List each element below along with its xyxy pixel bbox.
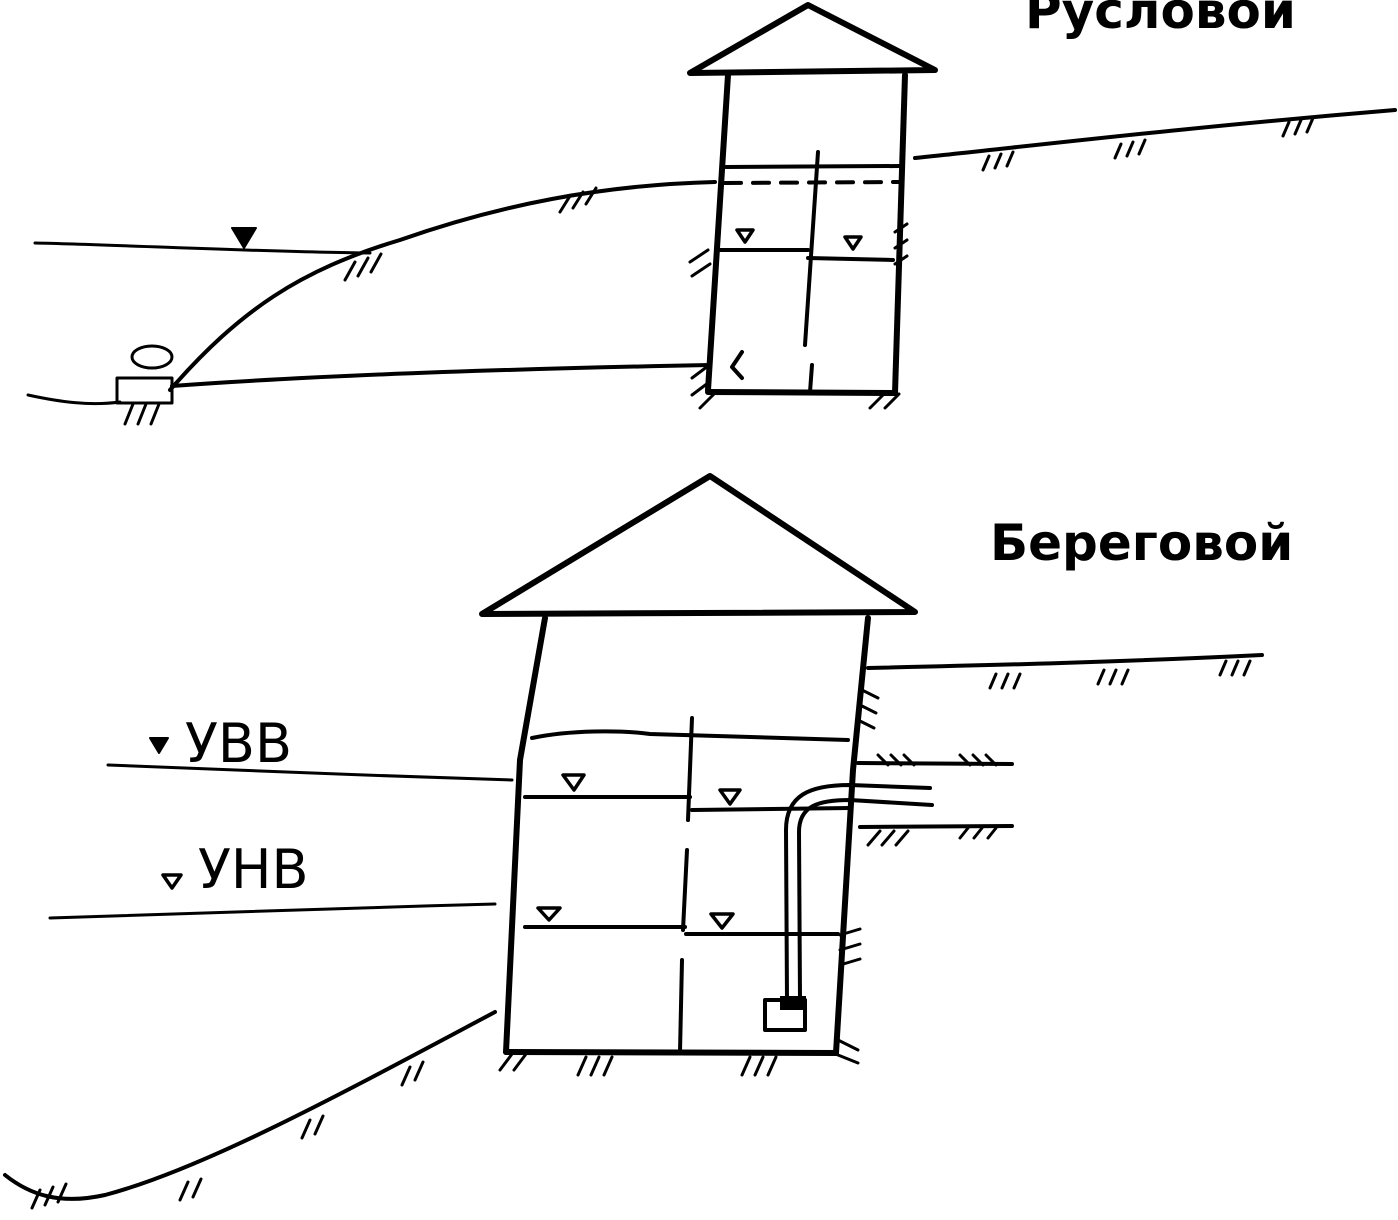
ground-hatch-icon [988, 659, 1252, 690]
pipe-trench-bottom [858, 824, 1014, 829]
low-water-line [48, 902, 497, 920]
water-level-icon [161, 873, 183, 890]
channel-intake-diagram: Русловой [26, 0, 1397, 426]
station-water-line-right [806, 256, 895, 262]
water-level-icon [561, 773, 586, 792]
station-left-wall [705, 72, 731, 393]
station-dashed-level [723, 180, 902, 185]
right-ground-line [913, 108, 1397, 160]
pipe-inlet-mark [730, 350, 744, 380]
shore-intake-title: Береговой [990, 514, 1293, 572]
shore-intake-diagram: Береговой УВВ УНВ [3, 473, 1293, 1210]
ground-hatch-icon [123, 402, 161, 426]
station-roof [479, 473, 918, 617]
pump-icon [763, 996, 807, 1032]
low-water-level-label: УНВ [198, 838, 309, 901]
channel-pumping-station [687, 2, 938, 410]
station-top-slab [724, 164, 902, 169]
station-partition-middle [681, 848, 689, 932]
water-level-icon [843, 235, 863, 251]
water-level-icon [149, 737, 169, 754]
intake-head-icon [115, 344, 174, 405]
pipe-trench-top [856, 761, 1014, 766]
station-right-wall [892, 72, 908, 396]
water-level-icon [536, 906, 562, 922]
station-top-slab [530, 729, 850, 742]
water-level-icon [709, 912, 735, 930]
gravity-pipe [170, 363, 712, 388]
station-right-wall [833, 615, 871, 1056]
river-bank-slope [168, 180, 717, 392]
high-water-level-label: УВВ [185, 712, 292, 775]
channel-intake-title: Русловой [1025, 0, 1296, 40]
station-partition-lower [678, 958, 684, 1054]
ground-hatch-icon [866, 826, 998, 847]
ground-hatch-icon [981, 116, 1315, 172]
right-ground-line [866, 653, 1264, 670]
station-left-wall [503, 615, 548, 1055]
station-floor [503, 1049, 839, 1056]
water-surface-line [33, 241, 372, 255]
station-partition-upper [686, 716, 694, 822]
station-partition [803, 150, 820, 347]
water-level-icon [718, 788, 742, 806]
discharge-pipe-inner [797, 798, 934, 1002]
water-level-icon [735, 228, 755, 244]
ground-hatch-icon [876, 753, 998, 767]
station-floor [705, 389, 898, 396]
station-roof [687, 2, 938, 76]
water-level-icon [231, 227, 257, 249]
river-bottom-line [26, 393, 122, 406]
high-water-line [106, 763, 514, 782]
river-bank-slope [3, 1010, 497, 1201]
shore-pumping-station [479, 473, 918, 1077]
ground-hatch-icon [343, 186, 598, 282]
ground-hatch-icon [688, 222, 909, 410]
discharge-pipe-outer [784, 783, 932, 1002]
station-partition-lower [808, 363, 814, 394]
high-level-line-right [690, 806, 852, 812]
ground-hatch-icon [30, 1060, 425, 1210]
ground-hatch-icon [498, 688, 880, 1077]
